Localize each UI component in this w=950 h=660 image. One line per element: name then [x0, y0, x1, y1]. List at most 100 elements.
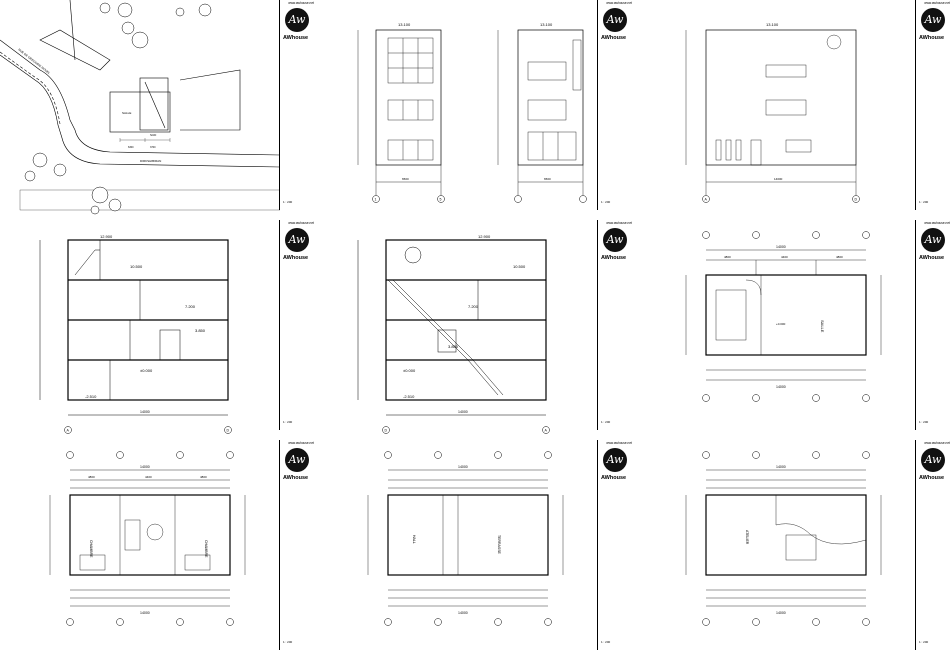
title-block-url: www.awhouse.net: [288, 221, 314, 225]
first-bay-1: 4800: [88, 475, 95, 479]
room-hall: HALL: [412, 535, 416, 544]
ground-bay-3: 4800: [836, 255, 843, 259]
title-block: www.awhouse.net Aw AWhouse 1 : 200: [915, 0, 950, 210]
room-chambre-2: CHAMBRE: [204, 540, 208, 558]
title-block-scale: 1 : 200: [919, 200, 929, 204]
title-block-url: www.awhouse.net: [288, 1, 314, 5]
second-total: 14000: [458, 465, 468, 469]
title-block-scale: 1 : 200: [601, 200, 611, 204]
elevation-width-label: 13.100: [398, 22, 411, 27]
ground-bay-2: 4400: [781, 255, 788, 259]
section-2-drawing: 12.900 10.500 7.200 3.850 ±0.000 -2.510 …: [357, 234, 550, 434]
elevation-width-label-2: 13.100: [540, 22, 553, 27]
elevation-bottom-dim: 6500: [402, 177, 409, 181]
elevation-axis-1: 1: [375, 198, 377, 202]
sheet-plan-ground: 14000 4800 4400 4800 14000 SALLE +0.000 …: [636, 220, 950, 440]
sheet-section-1: 12.900 10.500 7.200 3.850 ±0.000 -2.510 …: [0, 220, 316, 440]
awhouse-logo-icon: Aw: [285, 448, 309, 472]
street-label-bottom: DIRKSHIBIRAN: [140, 159, 161, 163]
second-plan-drawing: 14000 14000 HALL TERRASSE: [367, 451, 564, 626]
first-total-bottom: 14000: [140, 611, 150, 615]
section2-axis-a: A: [545, 429, 548, 433]
section2-ground: ±0.000: [403, 368, 416, 373]
title-block-brand: AWhouse: [601, 35, 627, 41]
section1-level1: 3.850: [195, 328, 206, 333]
title-block: www.awhouse.net Aw AWhouse 1 : 200: [279, 440, 316, 650]
awhouse-logo-icon: Aw: [285, 8, 309, 32]
sheet-site-plan: RUE DE GREGOIRE ROUEL DIRKSHIBIRAN SALLE…: [0, 0, 316, 220]
sheet-section-2: 12.900 10.500 7.200 3.850 ±0.000 -2.510 …: [318, 220, 634, 440]
side-elevation-axis-d: D: [855, 198, 858, 202]
title-block: www.awhouse.net Aw AWhouse 1 : 200: [597, 220, 634, 430]
side-elevation-top: 13.100: [766, 22, 779, 27]
section1-axis-a: A: [67, 429, 70, 433]
section1-ground: ±0.000: [140, 368, 153, 373]
title-block-url: www.awhouse.net: [606, 1, 632, 5]
side-elevation-drawing: 13.100 14000 A D: [685, 22, 860, 203]
title-block-url: www.awhouse.net: [924, 221, 950, 225]
title-block-scale: 1 : 200: [919, 640, 929, 644]
section1-basement: -2.510: [85, 394, 97, 399]
section1-width: 14000: [140, 410, 150, 414]
sheet-plan-third: 14000 14000 ATELIER www.awhouse.net Aw A…: [636, 440, 950, 660]
sheet-elevations-1: 13.100 13.100 6500 6500 1 5 www.awhouse.…: [318, 0, 634, 220]
title-block: www.awhouse.net Aw AWhouse 1 : 200: [279, 220, 316, 430]
first-plan-drawing: 14000 4800 4400 4800 14000 CHAMBRE CHAMB…: [49, 451, 246, 626]
first-bay-3: 4800: [200, 475, 207, 479]
awhouse-logo-icon: Aw: [921, 8, 945, 32]
awhouse-logo-icon: Aw: [285, 228, 309, 252]
awhouse-logo-icon: Aw: [603, 228, 627, 252]
awhouse-logo-icon: Aw: [921, 448, 945, 472]
awhouse-logo-icon: Aw: [921, 228, 945, 252]
section1-level2: 7.200: [185, 304, 196, 309]
side-elevation-axis-a: A: [705, 198, 708, 202]
title-block: www.awhouse.net Aw AWhouse 1 : 200: [915, 220, 950, 430]
section1-top: 12.900: [100, 234, 113, 239]
section-1-drawing: 12.900 10.500 7.200 3.850 ±0.000 -2.510 …: [39, 234, 232, 434]
room-salle: SALLE: [820, 320, 825, 333]
title-block-scale: 1 : 200: [283, 200, 293, 204]
title-block-brand: AWhouse: [919, 255, 945, 261]
section2-axis-d: D: [385, 429, 388, 433]
room-chambre-1: CHAMBRE: [89, 540, 93, 558]
title-block-scale: 1 : 200: [283, 420, 293, 424]
sheet-elevation-side: 13.100 14000 A D www.awhouse.net Aw AWho…: [636, 0, 950, 220]
site-dim-b: 3700: [150, 146, 156, 149]
elevations-drawing: 13.100 13.100 6500 6500 1 5: [357, 22, 587, 203]
elevation-bottom-dim-2: 6500: [544, 177, 551, 181]
title-block: www.awhouse.net Aw AWhouse 1 : 200: [597, 440, 634, 650]
site-plan-drawing: RUE DE GREGOIRE ROUEL DIRKSHIBIRAN SALLE…: [0, 0, 280, 215]
title-block: www.awhouse.net Aw AWhouse 1 : 200: [279, 0, 316, 210]
sheet-plan-first: 14000 4800 4400 4800 14000 CHAMBRE CHAMB…: [0, 440, 316, 660]
first-total: 14000: [140, 465, 150, 469]
title-block-url: www.awhouse.net: [606, 441, 632, 445]
elevation-axis-5: 5: [440, 198, 442, 202]
third-plan-drawing: 14000 14000 ATELIER: [685, 451, 882, 626]
title-block-url: www.awhouse.net: [288, 441, 314, 445]
title-block-url: www.awhouse.net: [924, 441, 950, 445]
title-block-brand: AWhouse: [919, 35, 945, 41]
ground-bay-1: 4800: [724, 255, 731, 259]
first-bay-2: 4400: [145, 475, 152, 479]
section2-top: 12.900: [478, 234, 491, 239]
title-block-scale: 1 : 200: [601, 640, 611, 644]
title-block-brand: AWhouse: [919, 475, 945, 481]
site-label-salle: SALLE: [122, 111, 131, 115]
room-terrasse: TERRASSE: [497, 535, 501, 555]
section1-level3: 10.500: [130, 264, 143, 269]
title-block: www.awhouse.net Aw AWhouse 1 : 200: [597, 0, 634, 210]
title-block-brand: AWhouse: [283, 255, 309, 261]
title-block-scale: 1 : 200: [919, 420, 929, 424]
awhouse-logo-icon: Aw: [603, 448, 627, 472]
third-total: 14000: [776, 465, 786, 469]
side-elevation-width: 14000: [774, 177, 783, 181]
ground-level: +0.000: [776, 322, 786, 326]
site-label-sud: SUD: [150, 133, 157, 137]
ground-plan-drawing: 14000 4800 4400 4800 14000 SALLE +0.000: [685, 231, 882, 402]
title-block-brand: AWhouse: [601, 475, 627, 481]
title-block-url: www.awhouse.net: [924, 1, 950, 5]
awhouse-logo-icon: Aw: [603, 8, 627, 32]
section2-level2: 7.200: [468, 304, 479, 309]
second-total-bottom: 14000: [458, 611, 468, 615]
title-block-url: www.awhouse.net: [606, 221, 632, 225]
